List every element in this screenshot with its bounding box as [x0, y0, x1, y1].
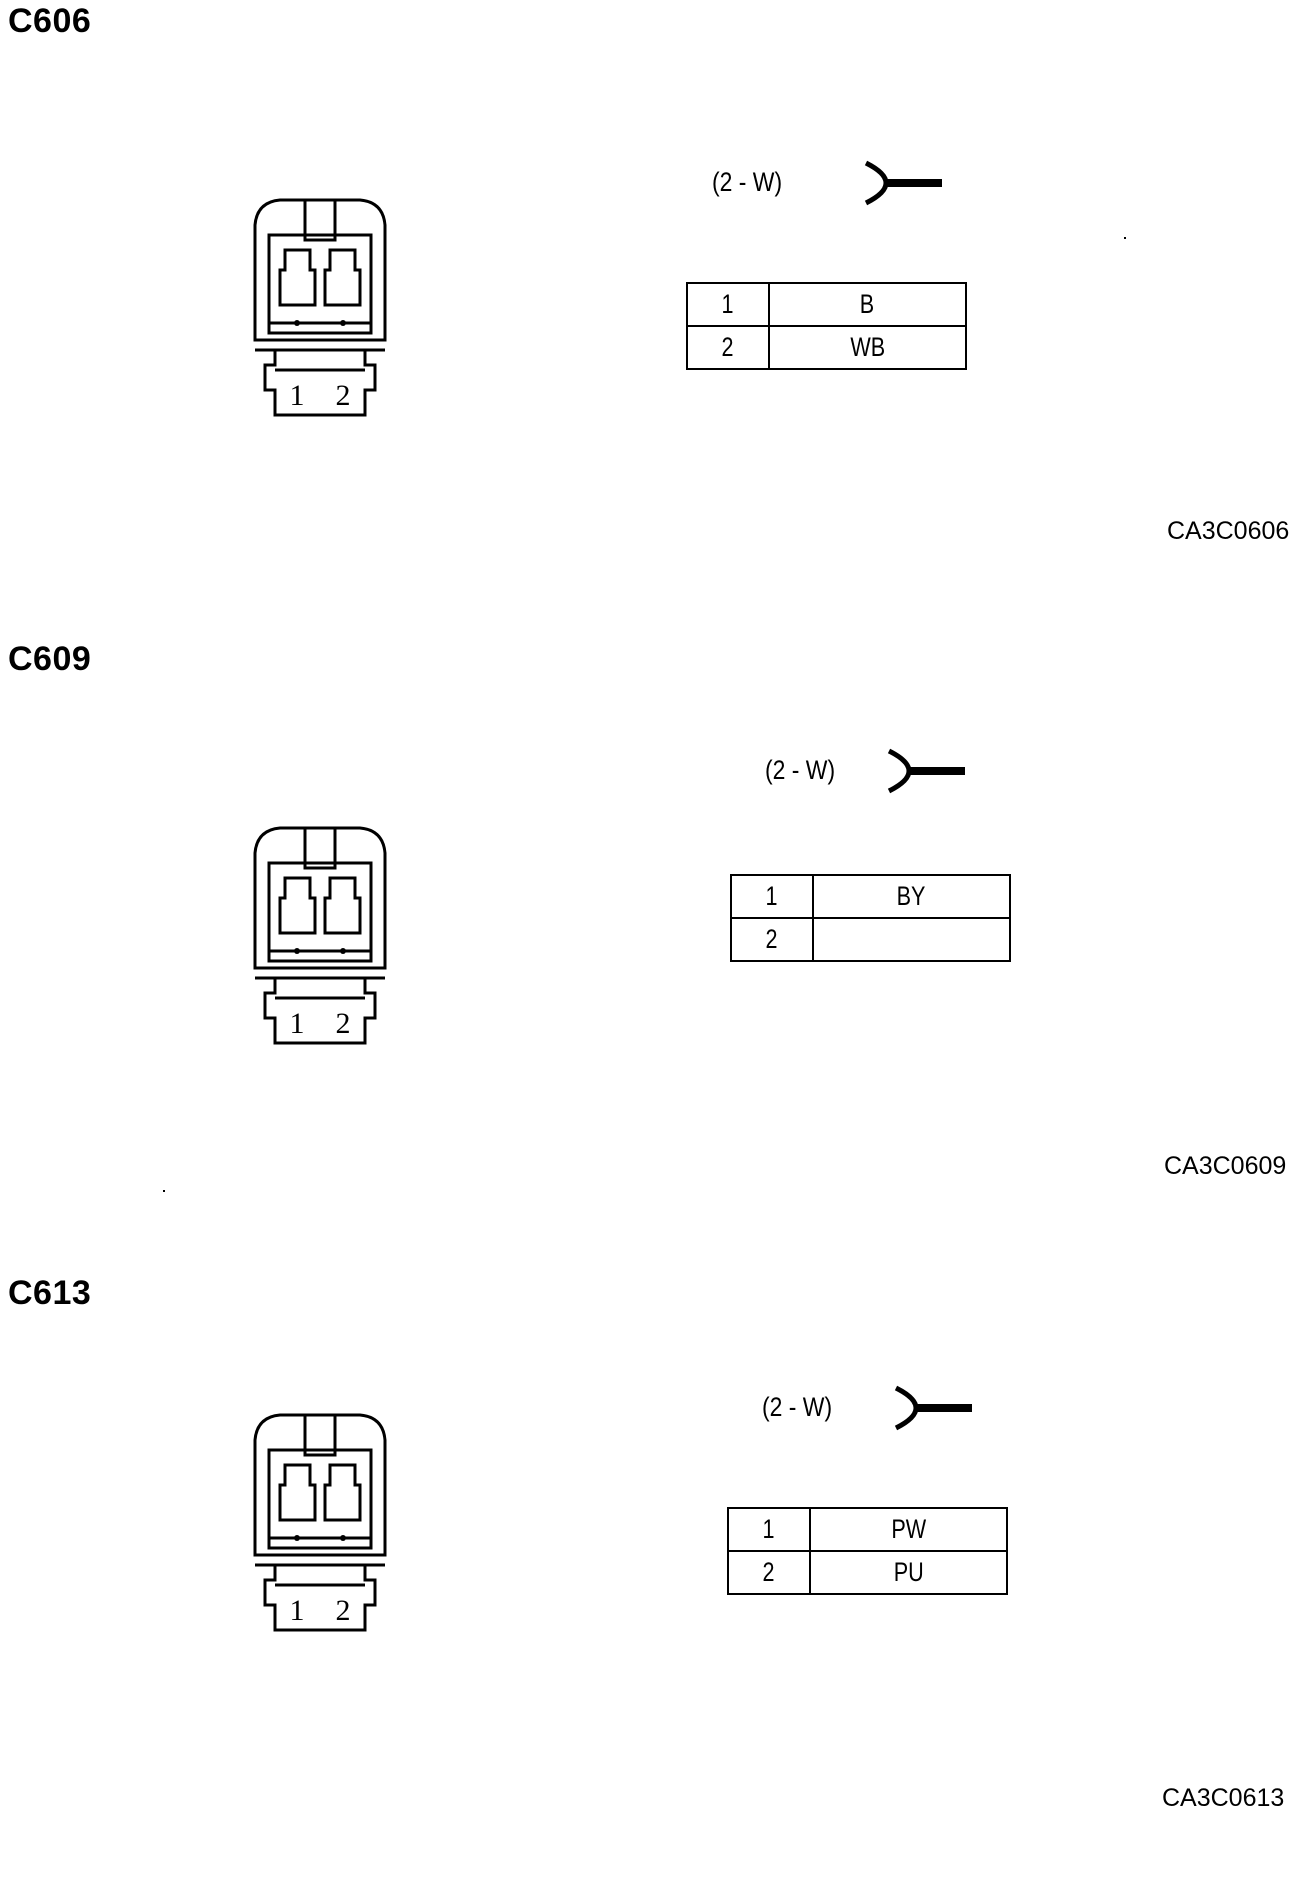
- table-row: 2: [730, 917, 1011, 962]
- face-pin-label-2: 2: [336, 1007, 351, 1040]
- connector-section-c609: C609 1 2 (2 - W) 1 BY 2: [0, 640, 1312, 1270]
- face-pin-label-1: 1: [290, 1007, 305, 1040]
- pin-number: 2: [765, 924, 779, 954]
- scan-speck: [1124, 237, 1126, 239]
- wire-spec-label: (2 - W): [712, 167, 783, 197]
- connector-face-icon: 1 2: [253, 198, 387, 417]
- face-pin-label-2: 2: [336, 379, 351, 412]
- connector-face-icon: 1 2: [253, 1413, 387, 1632]
- face-pin-label-1: 1: [290, 379, 305, 412]
- table-row: 1 B: [686, 282, 967, 327]
- pin-color-table: 1 PW 2 PU: [727, 1507, 1008, 1595]
- diagram-reference-code: CA3C0613: [1162, 1784, 1285, 1812]
- diagram-reference-code: CA3C0606: [1167, 517, 1290, 545]
- connector-face-icon: 1 2: [253, 826, 387, 1045]
- connector-title: C606: [8, 2, 92, 40]
- wire-spec-label: (2 - W): [765, 755, 836, 785]
- table-row: 1 BY: [730, 874, 1011, 919]
- table-row: 2 PU: [727, 1550, 1008, 1595]
- wire-color: PU: [893, 1557, 924, 1587]
- pin-number: 2: [762, 1557, 776, 1587]
- table-row: 2 WB: [686, 325, 967, 370]
- face-pin-label-2: 2: [336, 1594, 351, 1627]
- table-row: 1 PW: [727, 1507, 1008, 1552]
- wire-spec-label: (2 - W): [762, 1392, 833, 1422]
- connector-title: C609: [8, 640, 92, 678]
- face-pin-label-1: 1: [290, 1594, 305, 1627]
- wire-color: B: [860, 289, 875, 319]
- pin-number: 2: [721, 332, 735, 362]
- female-terminal-icon: [864, 160, 942, 206]
- pin-color-table: 1 BY 2: [730, 874, 1011, 962]
- connector-section-c606: C606 1 2 (2 - W) 1 B 2 WB: [0, 0, 1312, 630]
- scan-speck: [163, 1190, 165, 1192]
- connector-section-c613: C613 1 2 (2 - W) 1 PW 2 PU: [0, 1270, 1312, 1900]
- pin-number: 1: [721, 289, 735, 319]
- pin-color-table: 1 B 2 WB: [686, 282, 967, 370]
- female-terminal-icon: [894, 1385, 972, 1431]
- pin-number: 1: [765, 881, 779, 911]
- wire-color: WB: [850, 332, 885, 362]
- female-terminal-icon: [887, 748, 965, 794]
- wire-color: BY: [897, 881, 926, 911]
- pin-number: 1: [762, 1514, 776, 1544]
- diagram-reference-code: CA3C0609: [1164, 1152, 1287, 1180]
- wire-color: PW: [891, 1514, 926, 1544]
- connector-title: C613: [8, 1274, 92, 1312]
